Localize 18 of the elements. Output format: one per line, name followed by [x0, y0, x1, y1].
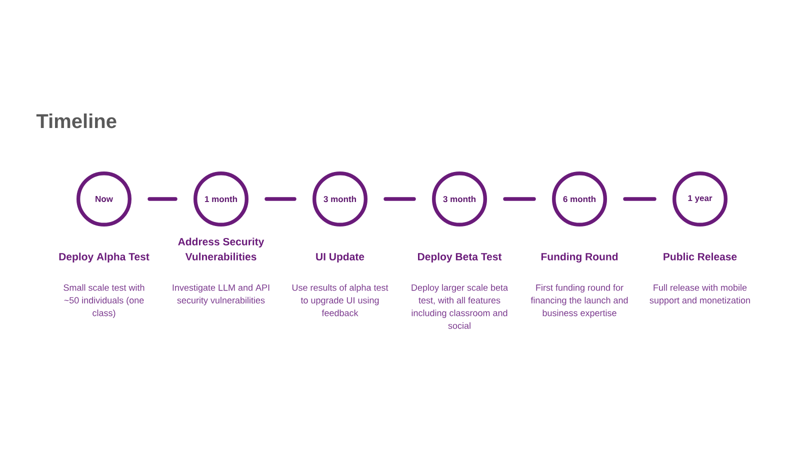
connector-line	[623, 197, 656, 201]
milestone-description: Deploy larger scale beta test, with all features including classroom and social	[412, 284, 508, 329]
milestone-heading: Funding Round	[541, 252, 618, 263]
title: Timeline	[36, 114, 116, 128]
milestone-heading: Deploy Beta Test	[418, 252, 502, 262]
milestone-heading: Deploy Alpha Test	[59, 252, 150, 262]
milestone-heading: Public Release	[664, 252, 737, 260]
milestone-description: First funding round for financing the launch and business expertise	[530, 284, 628, 318]
milestone-description: Use results of alpha test to upgrade UI using feedback	[292, 284, 388, 316]
milestone-heading: Address Security Vulnerabilities	[178, 238, 264, 260]
milestone-description: Investigate LLM and API security vulnerabilities	[172, 284, 270, 306]
milestone-heading: UI Update	[316, 252, 364, 262]
connector-line	[148, 197, 178, 201]
connector-line	[384, 197, 416, 201]
connector-line	[503, 197, 536, 201]
connector-line	[264, 197, 296, 201]
milestone-description: Full release with mobile support and monetization	[650, 284, 750, 306]
milestone-description: Small scale test with ~50 individuals (one class)	[64, 284, 144, 318]
